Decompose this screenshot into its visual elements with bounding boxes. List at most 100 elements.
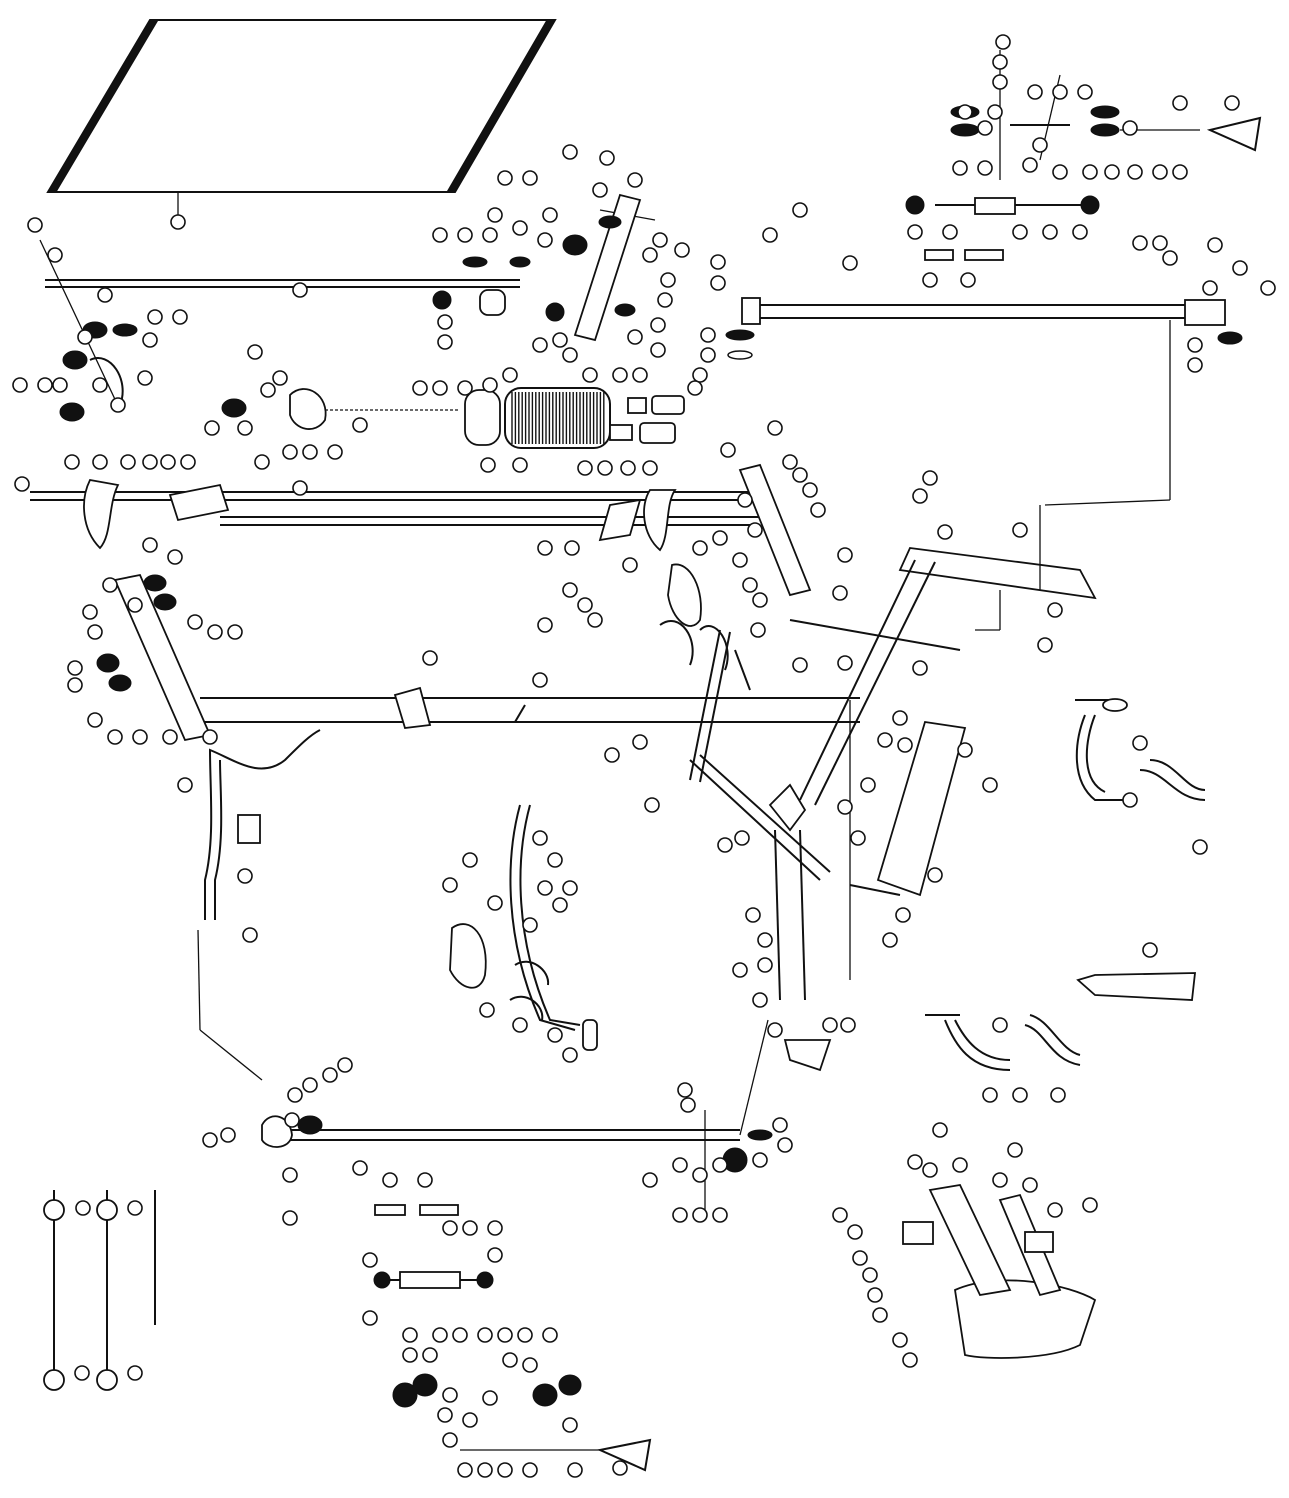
- part-callout-bubble: [502, 367, 518, 383]
- part-callout-bubble: [497, 1462, 513, 1478]
- part-callout-bubble: [442, 877, 458, 893]
- part-callout-bubble: [177, 777, 193, 793]
- part-callout-bubble: [922, 1162, 938, 1178]
- bar-accessories: [43, 1190, 156, 1391]
- part-callout-bubble: [1122, 792, 1138, 808]
- weight-stack-assembly: [221, 193, 685, 449]
- part-callout-bubble: [792, 657, 808, 673]
- part-callout-bubble: [1162, 250, 1178, 266]
- left-handle-arm: [197, 729, 321, 1081]
- part-callout-bubble: [202, 1132, 218, 1148]
- part-callout-bubble: [832, 585, 848, 601]
- part-callout-bubble: [477, 1327, 493, 1343]
- part-callout-bubble: [567, 1462, 583, 1478]
- part-callout-bubble: [437, 314, 453, 330]
- part-callout-bubble: [462, 1412, 478, 1428]
- part-callout-bubble: [120, 454, 136, 470]
- part-callout-bubble: [867, 1287, 883, 1303]
- part-callout-bubble: [542, 207, 558, 223]
- part-callout-bubble: [1032, 137, 1048, 153]
- part-callout-bubble: [242, 927, 258, 943]
- part-callout-bubble: [782, 454, 798, 470]
- part-callout-bubble: [612, 367, 628, 383]
- part-callout-bubble: [362, 1310, 378, 1326]
- part-callout-bubble: [1042, 224, 1058, 240]
- part-callout-bubble: [97, 287, 113, 303]
- part-callout-bubble: [272, 370, 288, 386]
- part-callout-bubble: [922, 470, 938, 486]
- part-callout-bubble: [552, 332, 568, 348]
- part-callout-bubble: [842, 255, 858, 271]
- part-callout-bubble: [522, 1357, 538, 1373]
- part-callout-bubble: [417, 1172, 433, 1188]
- part-callout-bubble: [142, 332, 158, 348]
- part-callout-bubble: [74, 1365, 90, 1381]
- part-callout-bubble: [237, 420, 253, 436]
- part-callout-bubble: [960, 272, 976, 288]
- part-callout-bubble: [547, 1027, 563, 1043]
- part-callout-bubble: [767, 1022, 783, 1038]
- part-callout-bubble: [107, 729, 123, 745]
- part-callout-bubble: [537, 540, 553, 556]
- part-callout-bubble: [877, 732, 893, 748]
- part-callout-bubble: [982, 1087, 998, 1103]
- part-callout-bubble: [852, 1250, 868, 1266]
- part-callout-bubble: [982, 777, 998, 793]
- part-callout-bubble: [712, 1157, 728, 1173]
- part-callout-bubble: [907, 1154, 923, 1170]
- part-callout-bubble: [802, 482, 818, 498]
- part-callout-bubble: [657, 292, 673, 308]
- part-callout-bubble: [1202, 280, 1218, 296]
- part-callout-bubble: [892, 710, 908, 726]
- part-callout-bubble: [737, 492, 753, 508]
- part-callout-bubble: [482, 1390, 498, 1406]
- part-callout-bubble: [87, 624, 103, 640]
- part-callout-bubble: [482, 377, 498, 393]
- part-callout-bubble: [247, 344, 263, 360]
- part-callout-bubble: [582, 367, 598, 383]
- part-callout-bubble: [562, 1047, 578, 1063]
- part-callout-bubble: [912, 488, 928, 504]
- part-callout-bubble: [587, 612, 603, 628]
- part-callouts: [12, 34, 1276, 1478]
- part-callout-bubble: [772, 1117, 788, 1133]
- part-callout-bubble: [27, 217, 43, 233]
- part-callout-bubble: [302, 1077, 318, 1093]
- part-callout-bubble: [992, 1172, 1008, 1188]
- part-callout-bubble: [687, 380, 703, 396]
- part-callout-bubble: [422, 650, 438, 666]
- part-callout-bubble: [522, 1462, 538, 1478]
- part-callout-bubble: [977, 160, 993, 176]
- part-callout-bubble: [1172, 164, 1188, 180]
- part-callout-bubble: [487, 1220, 503, 1236]
- part-callout-bubble: [537, 232, 553, 248]
- part-callout-bubble: [1012, 224, 1028, 240]
- part-callout-bubble: [627, 172, 643, 188]
- part-callout-bubble: [577, 597, 593, 613]
- part-callout-bubble: [284, 1112, 300, 1128]
- part-callout-bubble: [562, 1417, 578, 1433]
- part-callout-bubble: [712, 530, 728, 546]
- part-callout-bubble: [282, 1167, 298, 1183]
- part-callout-bubble: [1104, 164, 1120, 180]
- upper-rails: [45, 279, 1243, 506]
- part-callout-bubble: [977, 120, 993, 136]
- part-callout-bubble: [327, 444, 343, 460]
- part-callout-bubble: [757, 932, 773, 948]
- part-callout-bubble: [187, 614, 203, 630]
- part-callout-bubble: [1012, 1087, 1028, 1103]
- floor-mat: [46, 19, 557, 222]
- part-callout-bubble: [677, 1082, 693, 1098]
- part-callout-bubble: [1142, 942, 1158, 958]
- part-callout-bubble: [1132, 735, 1148, 751]
- part-callout-bubble: [442, 1432, 458, 1448]
- part-callout-bubble: [457, 227, 473, 243]
- lower-pulley-cluster: [373, 1204, 652, 1472]
- part-callout-bubble: [227, 624, 243, 640]
- part-callout-bubble: [620, 460, 636, 476]
- part-callout-bubble: [1077, 84, 1093, 100]
- part-callout-bubble: [1132, 235, 1148, 251]
- part-callout-bubble: [752, 1152, 768, 1168]
- part-callout-bubble: [532, 337, 548, 353]
